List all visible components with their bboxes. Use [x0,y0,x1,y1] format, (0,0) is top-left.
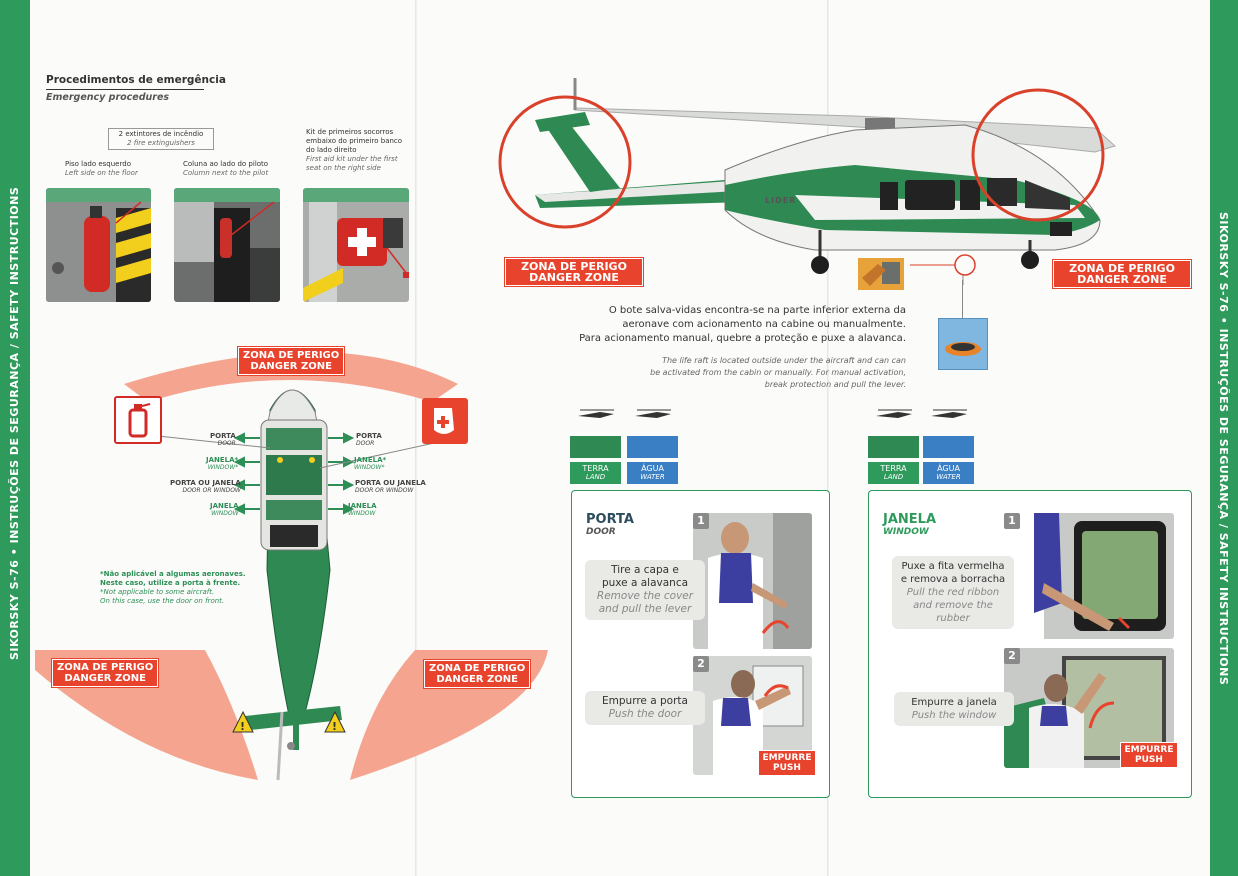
door-step2-number: 2 [693,656,709,672]
left-side-title: SIKORSKY S-76 • INSTRUÇÕES DE SEGURANÇA … [8,186,21,660]
brand-logo: LIDER [765,196,797,205]
emergency-title: Procedimentos de emergência [46,74,226,86]
raft-lever-icon [858,258,904,290]
raft-line [962,280,963,318]
emergency-title-en: Emergency procedures [46,92,170,103]
extinguisher-floor-photo [46,188,151,302]
firstaid-label: Kit de primeiros socorros embaixo do pri… [306,128,403,172]
window-step2-number: 2 [1004,648,1020,664]
life-raft-icon [938,318,988,370]
window-step1-photo [1004,513,1174,639]
firstaid-photo [303,188,409,302]
door-step1-photo [693,513,812,649]
left-side-strip [0,0,30,876]
exit-footnote: *Não aplicável a algumas aeronaves.Neste… [100,570,246,605]
raft-text-en: The life raft is located outside under t… [650,356,906,389]
window-step1-number: 1 [1004,513,1020,529]
exit-right-window: JANELA*WINDOW* [354,456,387,471]
door-title-en: DOOR [586,527,616,537]
emergency-title-rule [46,89,204,90]
fire-extinguisher-icon [114,396,162,444]
right-side-title: SIKORSKY S-76 • INSTRUÇÕES DE SEGURANÇA … [1217,212,1230,686]
raft-text-pt: O bote salva-vidas encontra-se na parte … [579,305,906,344]
helicopter-top-view: ! ! [35,352,548,781]
exit-left-window: JANELA*WINDOW* [206,456,239,471]
right-side-strip [1210,0,1238,876]
extinguisher-column-photo [174,188,280,302]
door-step1-number: 1 [693,513,709,529]
svg-text:!: ! [240,720,245,733]
window-title-en: WINDOW [883,527,929,537]
first-aid-icon [422,398,468,444]
helicopter-side-view [498,78,1116,285]
window-title: JANELA [883,512,937,527]
svg-text:!: ! [332,720,337,733]
door-title: PORTA [586,512,634,527]
